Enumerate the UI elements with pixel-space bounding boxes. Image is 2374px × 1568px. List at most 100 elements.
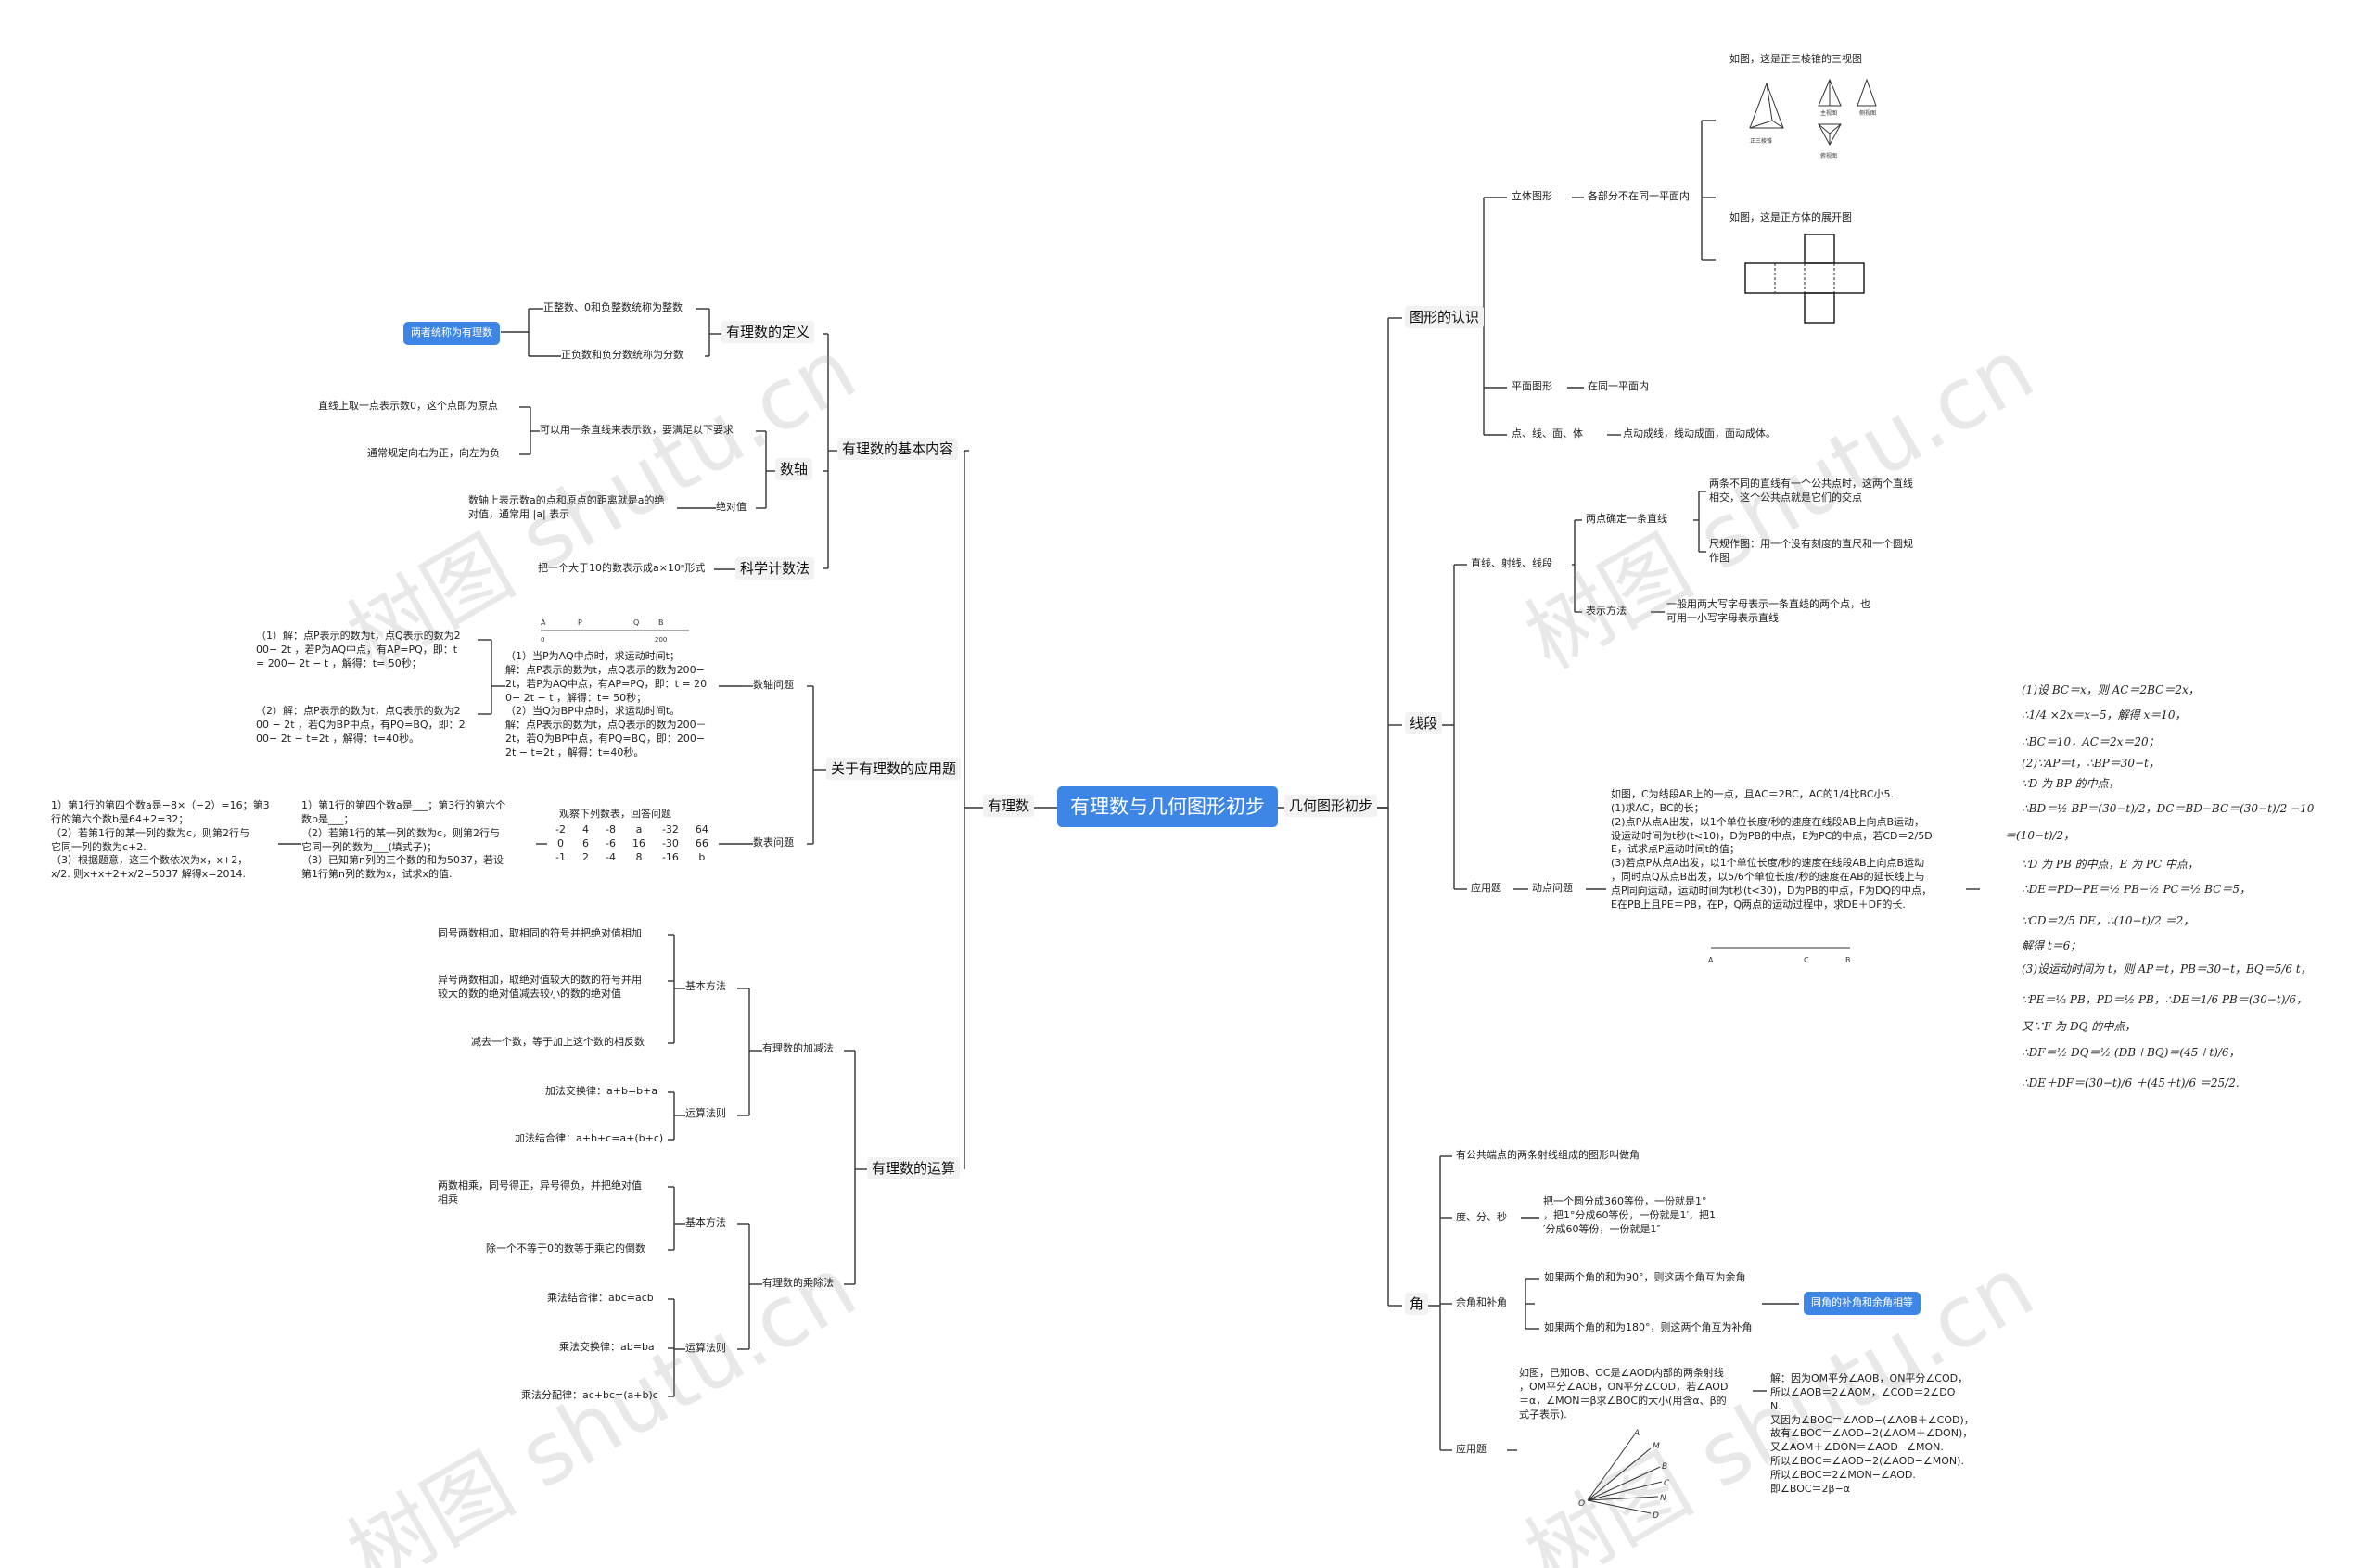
node-rational-basic[interactable]: 有理数的基本内容 bbox=[837, 438, 959, 461]
node-definition[interactable]: 有理数的定义 bbox=[721, 321, 815, 344]
node-axis-problem: 数轴问题 bbox=[753, 679, 794, 691]
node-two-points: 两点确定一条直线 bbox=[1586, 513, 1667, 525]
table-questions: 1）第1行的第四个数a是___；第3行的第六个 数b是___； （2）若第1行的… bbox=[301, 799, 506, 881]
node-number-axis[interactable]: 数轴 bbox=[775, 458, 813, 481]
table-cell: 64 bbox=[695, 823, 708, 835]
mul-law: 运算法则 bbox=[685, 1342, 726, 1354]
angle-label: O bbox=[1578, 1499, 1585, 1509]
table-cell: a bbox=[635, 823, 643, 835]
node-point-line: 点、线、面、体 bbox=[1512, 427, 1583, 440]
segment-solution-line: ∴DF＝½ DQ＝½ (DB＋BQ)＝(45＋t)/6， bbox=[2022, 1046, 2240, 1059]
mul-rule-2: 除一个不等于0的数等于乘它的倒数 bbox=[486, 1243, 645, 1255]
segment-solution-line: ＝(10−t)/2， bbox=[2005, 829, 2075, 842]
def-item-fraction: 正负数和负分数统称为分数 bbox=[561, 349, 683, 361]
node-segment-app: 应用题 bbox=[1471, 882, 1501, 894]
tag-rational[interactable]: 两者统称为有理数 bbox=[403, 322, 500, 345]
axis-req-origin: 直线上取一点表示数0，这个点即为原点 bbox=[318, 400, 498, 412]
node-angle-app: 应用题 bbox=[1456, 1443, 1487, 1455]
segment-solution-line: ∵D 为 PB 的中点，E 为 PC 中点， bbox=[2022, 858, 2200, 871]
axis-req-direction: 通常规定向右为正，向左为负 bbox=[367, 447, 500, 459]
segment-solution-line: ∴DE＝PD−PE＝½ PB−½ PC＝½ BC＝5， bbox=[2022, 883, 2251, 896]
table-cell: -6 bbox=[605, 837, 616, 849]
node-lines: 直线、射线、线段 bbox=[1471, 557, 1552, 569]
segment-solution-line: ∴BD＝½ BP＝(30−t)/2，DC＝BD−BC＝(30−t)/2 −10 bbox=[2022, 802, 2315, 815]
table-cell: 16 bbox=[632, 837, 645, 849]
table-cell: 6 bbox=[581, 837, 589, 849]
table-cell: -32 bbox=[661, 823, 679, 835]
table-cell: -2 bbox=[555, 823, 566, 835]
mul-law-associative: 乘法结合律：abc=acb bbox=[547, 1292, 654, 1304]
add-rule-1: 同号两数相加，取相同的符号并把绝对值相加 bbox=[438, 927, 642, 939]
node-add-sub: 有理数的加减法 bbox=[762, 1042, 834, 1054]
segment-solution-line: ∵CD＝2/5 DE，∴(10−t)/2 ＝2， bbox=[2022, 914, 2195, 927]
segment-label: C bbox=[1804, 956, 1809, 964]
add-law-commutative: 加法交换律：a+b=b+a bbox=[545, 1085, 658, 1097]
add-rule-3: 减去一个数，等于加上这个数的相反数 bbox=[471, 1036, 645, 1048]
table-cell: -8 bbox=[605, 823, 616, 835]
add-rule-2: 异号两数相加，取绝对值较大的数的符号并用 较大的数的绝对值减去较小的数的绝对值 bbox=[438, 974, 642, 1000]
node-operations[interactable]: 有理数的运算 bbox=[867, 1157, 961, 1180]
segment-solution-line: ∴DE＋DF＝(30−t)/6 ＋(45＋t)/6 ＝25/2. bbox=[2022, 1077, 2240, 1090]
node-table-problem: 数表问题 bbox=[753, 836, 794, 848]
pyramid-caption: 如图，这是正三棱锥的三视图 bbox=[1729, 53, 1862, 65]
pyramid-label: 侧视图 bbox=[1859, 109, 1876, 117]
table-cell: -1 bbox=[555, 851, 566, 863]
two-points-item-2: 尺规作图：用一个没有刻度的直尺和一个圆规 作图 bbox=[1709, 538, 1913, 564]
axis-answer-1: （1）解：点P表示的数为t，点Q表示的数为2 00− 2t ，若P为AQ中点，有… bbox=[256, 630, 461, 669]
supplement-item: 如果两个角的和为180°，则这两个角互为补角 bbox=[1544, 1321, 1753, 1333]
axis-fig-label: 200 bbox=[655, 636, 667, 644]
node-rational[interactable]: 有理数 bbox=[983, 795, 1035, 818]
representation-text: 一般用两大写字母表示一条直线的两个点，也 可用一小写字母表示直线 bbox=[1666, 598, 1870, 624]
node-shapes[interactable]: 图形的认识 bbox=[1405, 306, 1485, 329]
node-solid: 立体图形 bbox=[1512, 190, 1552, 202]
segment-solution-line: ∵PE＝⅓ PB，PD＝½ PB，∴DE＝1/6 PB＝(30−t)/6， bbox=[2022, 993, 2308, 1006]
angle-definition: 有公共端点的两条射线组成的图形叫做角 bbox=[1456, 1149, 1640, 1161]
axis-fig-label: P bbox=[578, 618, 582, 627]
table-cell: 2 bbox=[581, 851, 589, 863]
node-mul-div: 有理数的乘除法 bbox=[762, 1277, 834, 1289]
angle-label: N bbox=[1660, 1494, 1666, 1503]
add-basic: 基本方法 bbox=[685, 980, 726, 992]
solid-text: 各部分不在同一平面内 bbox=[1588, 190, 1690, 202]
sci-text: 把一个大于10的数表示成a×10ⁿ形式 bbox=[538, 562, 706, 574]
root-node[interactable]: 有理数与几何图形初步 bbox=[1057, 786, 1278, 828]
table-answers: 1）第1行的第四个数a是−8×（−2）=16；第3 行的第六个数b是64+2=3… bbox=[51, 799, 270, 881]
def-item-integer: 正整数、0和负整数统称为整数 bbox=[543, 301, 683, 313]
angle-label: B bbox=[1662, 1462, 1667, 1472]
axis-fig-label: 0 bbox=[541, 636, 544, 644]
cube-caption: 如图，这是正方体的展开图 bbox=[1729, 211, 1852, 223]
angle-label: M bbox=[1653, 1442, 1660, 1451]
axis-fig-label: A bbox=[541, 618, 546, 627]
segment-solution-line: (2)∵AP＝t，∴BP＝30−t， bbox=[2022, 757, 2160, 770]
node-scientific[interactable]: 科学计数法 bbox=[735, 557, 815, 580]
node-dms: 度、分、秒 bbox=[1456, 1211, 1507, 1223]
moving-point-problem: 如图，C为线段AB上的一点，且AC＝2BC，AC的1/4比BC小5. (1)求A… bbox=[1611, 788, 1933, 911]
two-points-item-1: 两条不同的直线有一个公共点时，这两个直线 相交，这个公共点就是它们的交点 bbox=[1709, 478, 1913, 504]
abs-text: 数轴上表示数a的点和原点的距离就是a的绝 对值，通常用 |a| 表示 bbox=[468, 494, 665, 520]
table-cell: 66 bbox=[695, 837, 708, 849]
segment-solution-line: ∴BC＝10，AC＝2x＝20； bbox=[2022, 735, 2160, 748]
segment-solution-line: 解得 t＝6； bbox=[2022, 939, 2082, 952]
table-cell: 4 bbox=[581, 823, 589, 835]
axis-fig-label: Q bbox=[633, 618, 639, 627]
axis-figure: A P Q B 0 200 bbox=[541, 618, 689, 644]
segment-solution-line: ∵D 为 BP 的中点， bbox=[2022, 777, 2120, 790]
segment-solution-line: 又∵F 为 DQ 的中点， bbox=[2022, 1020, 2137, 1033]
node-geometry[interactable]: 几何图形初步 bbox=[1284, 795, 1378, 818]
mul-rule-1: 两数相乘，同号得正，异号得负，并把绝对值 相乘 bbox=[438, 1179, 642, 1205]
dms-text: 把一个圆分成360等份，一份就是1° ，把1°分成60等份，一份就是1′，把1 … bbox=[1543, 1195, 1716, 1235]
tag-same-angle[interactable]: 同角的补角和余角相等 bbox=[1804, 1292, 1921, 1315]
node-segment[interactable]: 线段 bbox=[1405, 712, 1443, 735]
node-complement: 余角和补角 bbox=[1456, 1296, 1507, 1308]
angle-label: D bbox=[1653, 1511, 1659, 1521]
table-cell: -16 bbox=[661, 851, 679, 863]
angle-figure: A M B C N D O bbox=[1578, 1429, 1670, 1521]
node-application[interactable]: 关于有理数的应用题 bbox=[826, 758, 962, 781]
table-cell: 8 bbox=[635, 851, 643, 863]
segment-figure: A C B bbox=[1708, 947, 1851, 964]
node-angle[interactable]: 角 bbox=[1405, 1293, 1429, 1316]
cube-net-figure bbox=[1744, 234, 1865, 324]
table-cell: -30 bbox=[661, 837, 679, 849]
